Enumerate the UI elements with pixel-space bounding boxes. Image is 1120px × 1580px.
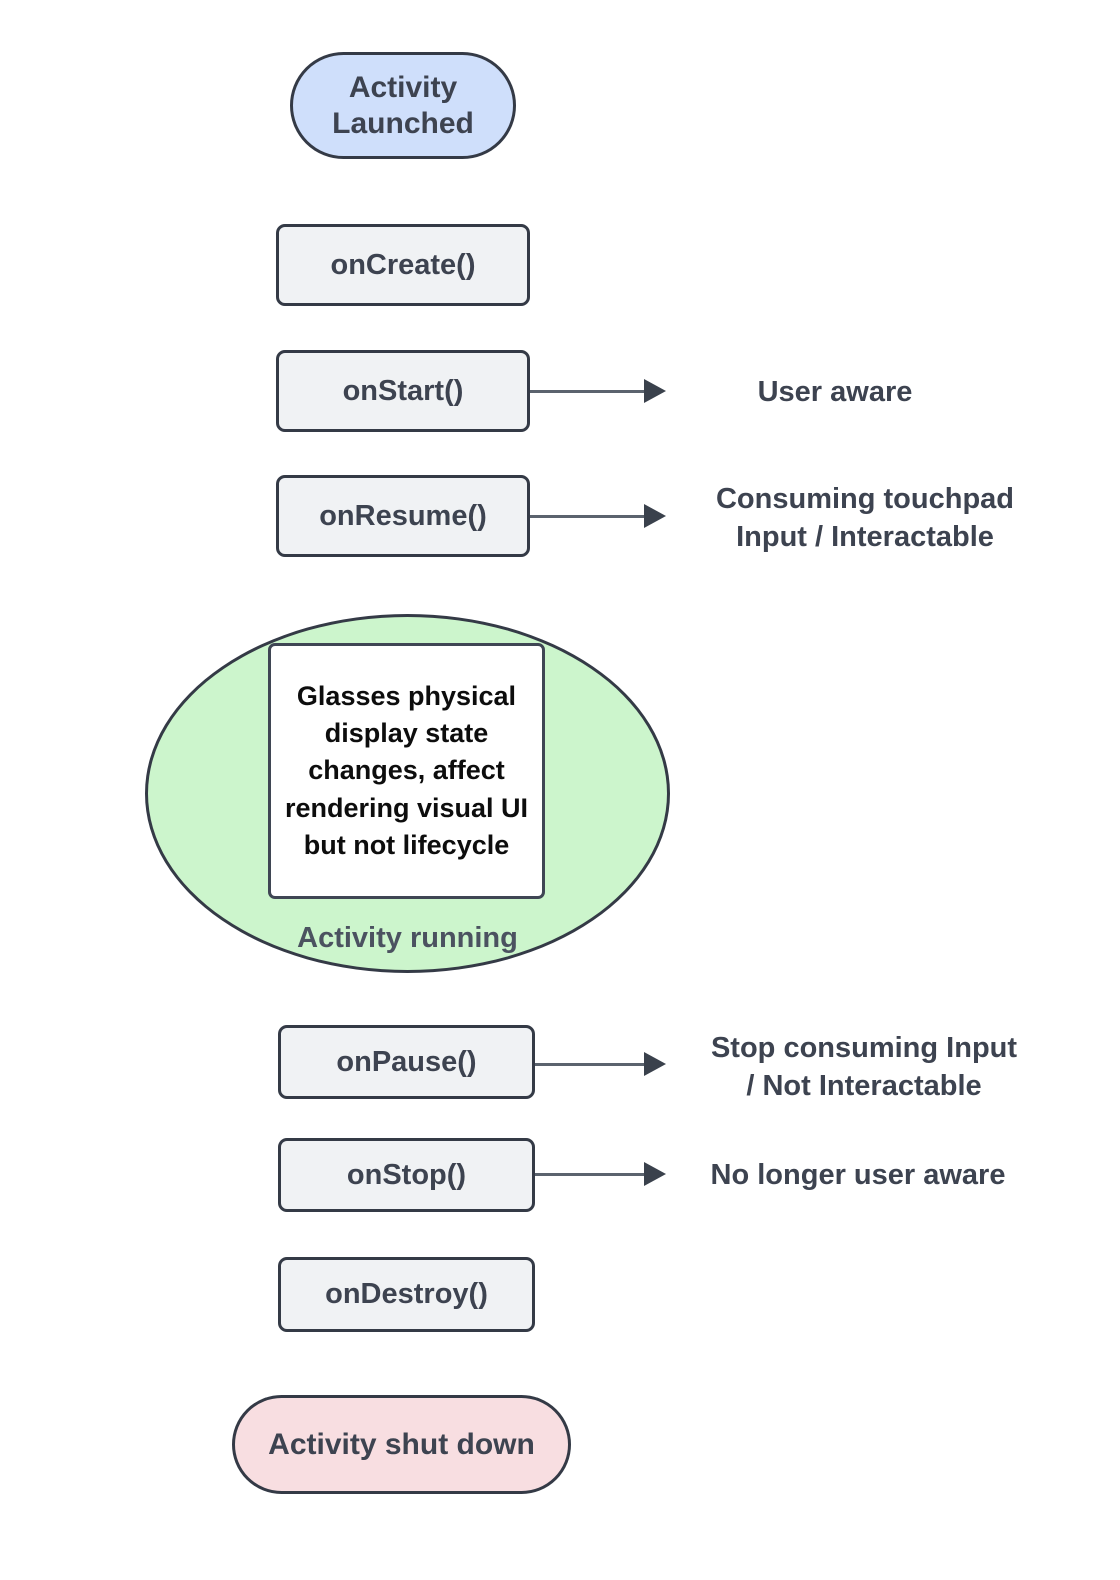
- node-onpause[interactable]: onPause(): [278, 1025, 535, 1099]
- note-glasses-display-state: Glasses physical display state changes, …: [268, 643, 545, 899]
- annotation-no-longer-user-aware: No longer user aware: [710, 1159, 1006, 1191]
- arrow-head-icon: [644, 1162, 666, 1186]
- arrow-onstop-to-no-longer-aware: [535, 1162, 668, 1186]
- label-activity-running: Activity running: [297, 922, 518, 954]
- node-onstop[interactable]: onStop(): [278, 1138, 535, 1212]
- annotation-stop-consuming-input: Stop consuming Input / Not Interactable: [710, 1032, 1018, 1102]
- arrow-onstart-to-user-aware: [530, 379, 668, 403]
- arrow-shaft: [530, 390, 648, 393]
- node-oncreate[interactable]: onCreate(): [276, 224, 530, 306]
- arrow-shaft: [535, 1173, 648, 1176]
- arrow-head-icon: [644, 504, 666, 528]
- arrow-shaft: [535, 1063, 648, 1066]
- node-activity-launched[interactable]: Activity Launched: [290, 52, 516, 159]
- node-activity-shut-down[interactable]: Activity shut down: [232, 1395, 571, 1494]
- node-ondestroy[interactable]: onDestroy(): [278, 1257, 535, 1332]
- arrow-head-icon: [644, 1052, 666, 1076]
- arrow-shaft: [530, 515, 648, 518]
- arrow-onresume-to-consuming-input: [530, 504, 668, 528]
- node-onstart[interactable]: onStart(): [276, 350, 530, 432]
- annotation-user-aware: User aware: [757, 376, 913, 408]
- annotation-consuming-touchpad-input: Consuming touchpad Input / Interactable: [715, 483, 1015, 553]
- arrow-onpause-to-stop-consuming: [535, 1052, 668, 1076]
- arrow-head-icon: [644, 379, 666, 403]
- node-onresume[interactable]: onResume(): [276, 475, 530, 557]
